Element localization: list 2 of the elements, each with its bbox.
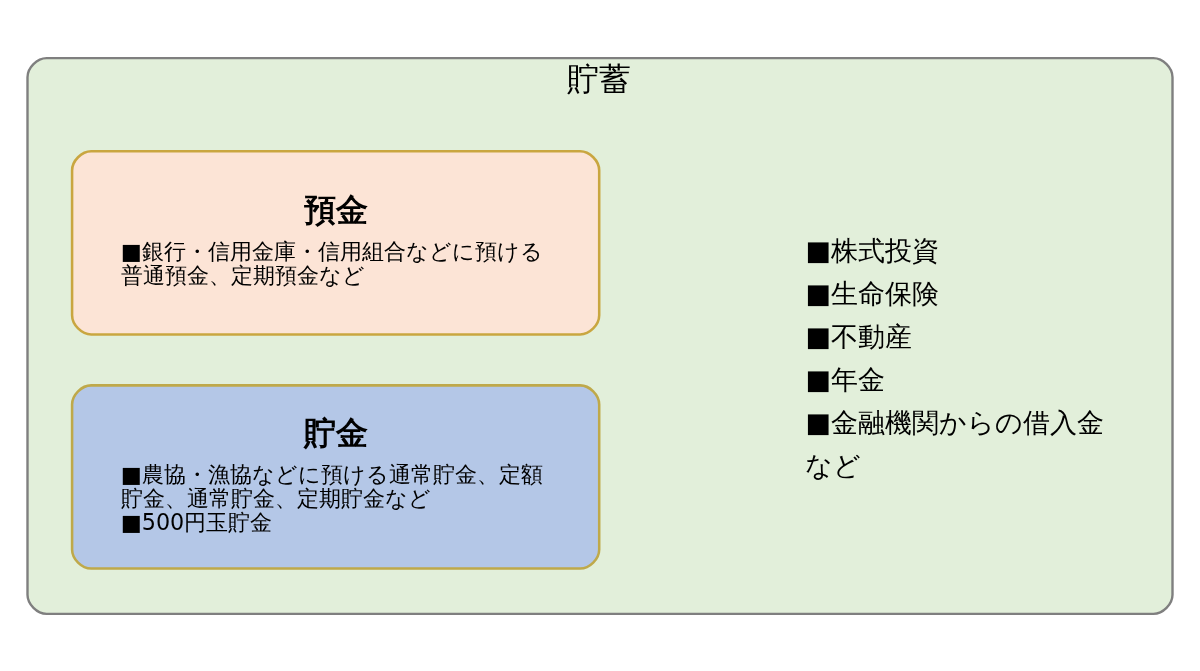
- node-box: 貯金 ■農協・漁協などに預ける通常貯金、定額貯金、通常貯金、定期貯金など ■500円玉貯金: [70, 383, 601, 570]
- node-box: 預金 ■銀行・信用金庫・信用組合などに預ける普通預金、定期預金など: [70, 149, 601, 336]
